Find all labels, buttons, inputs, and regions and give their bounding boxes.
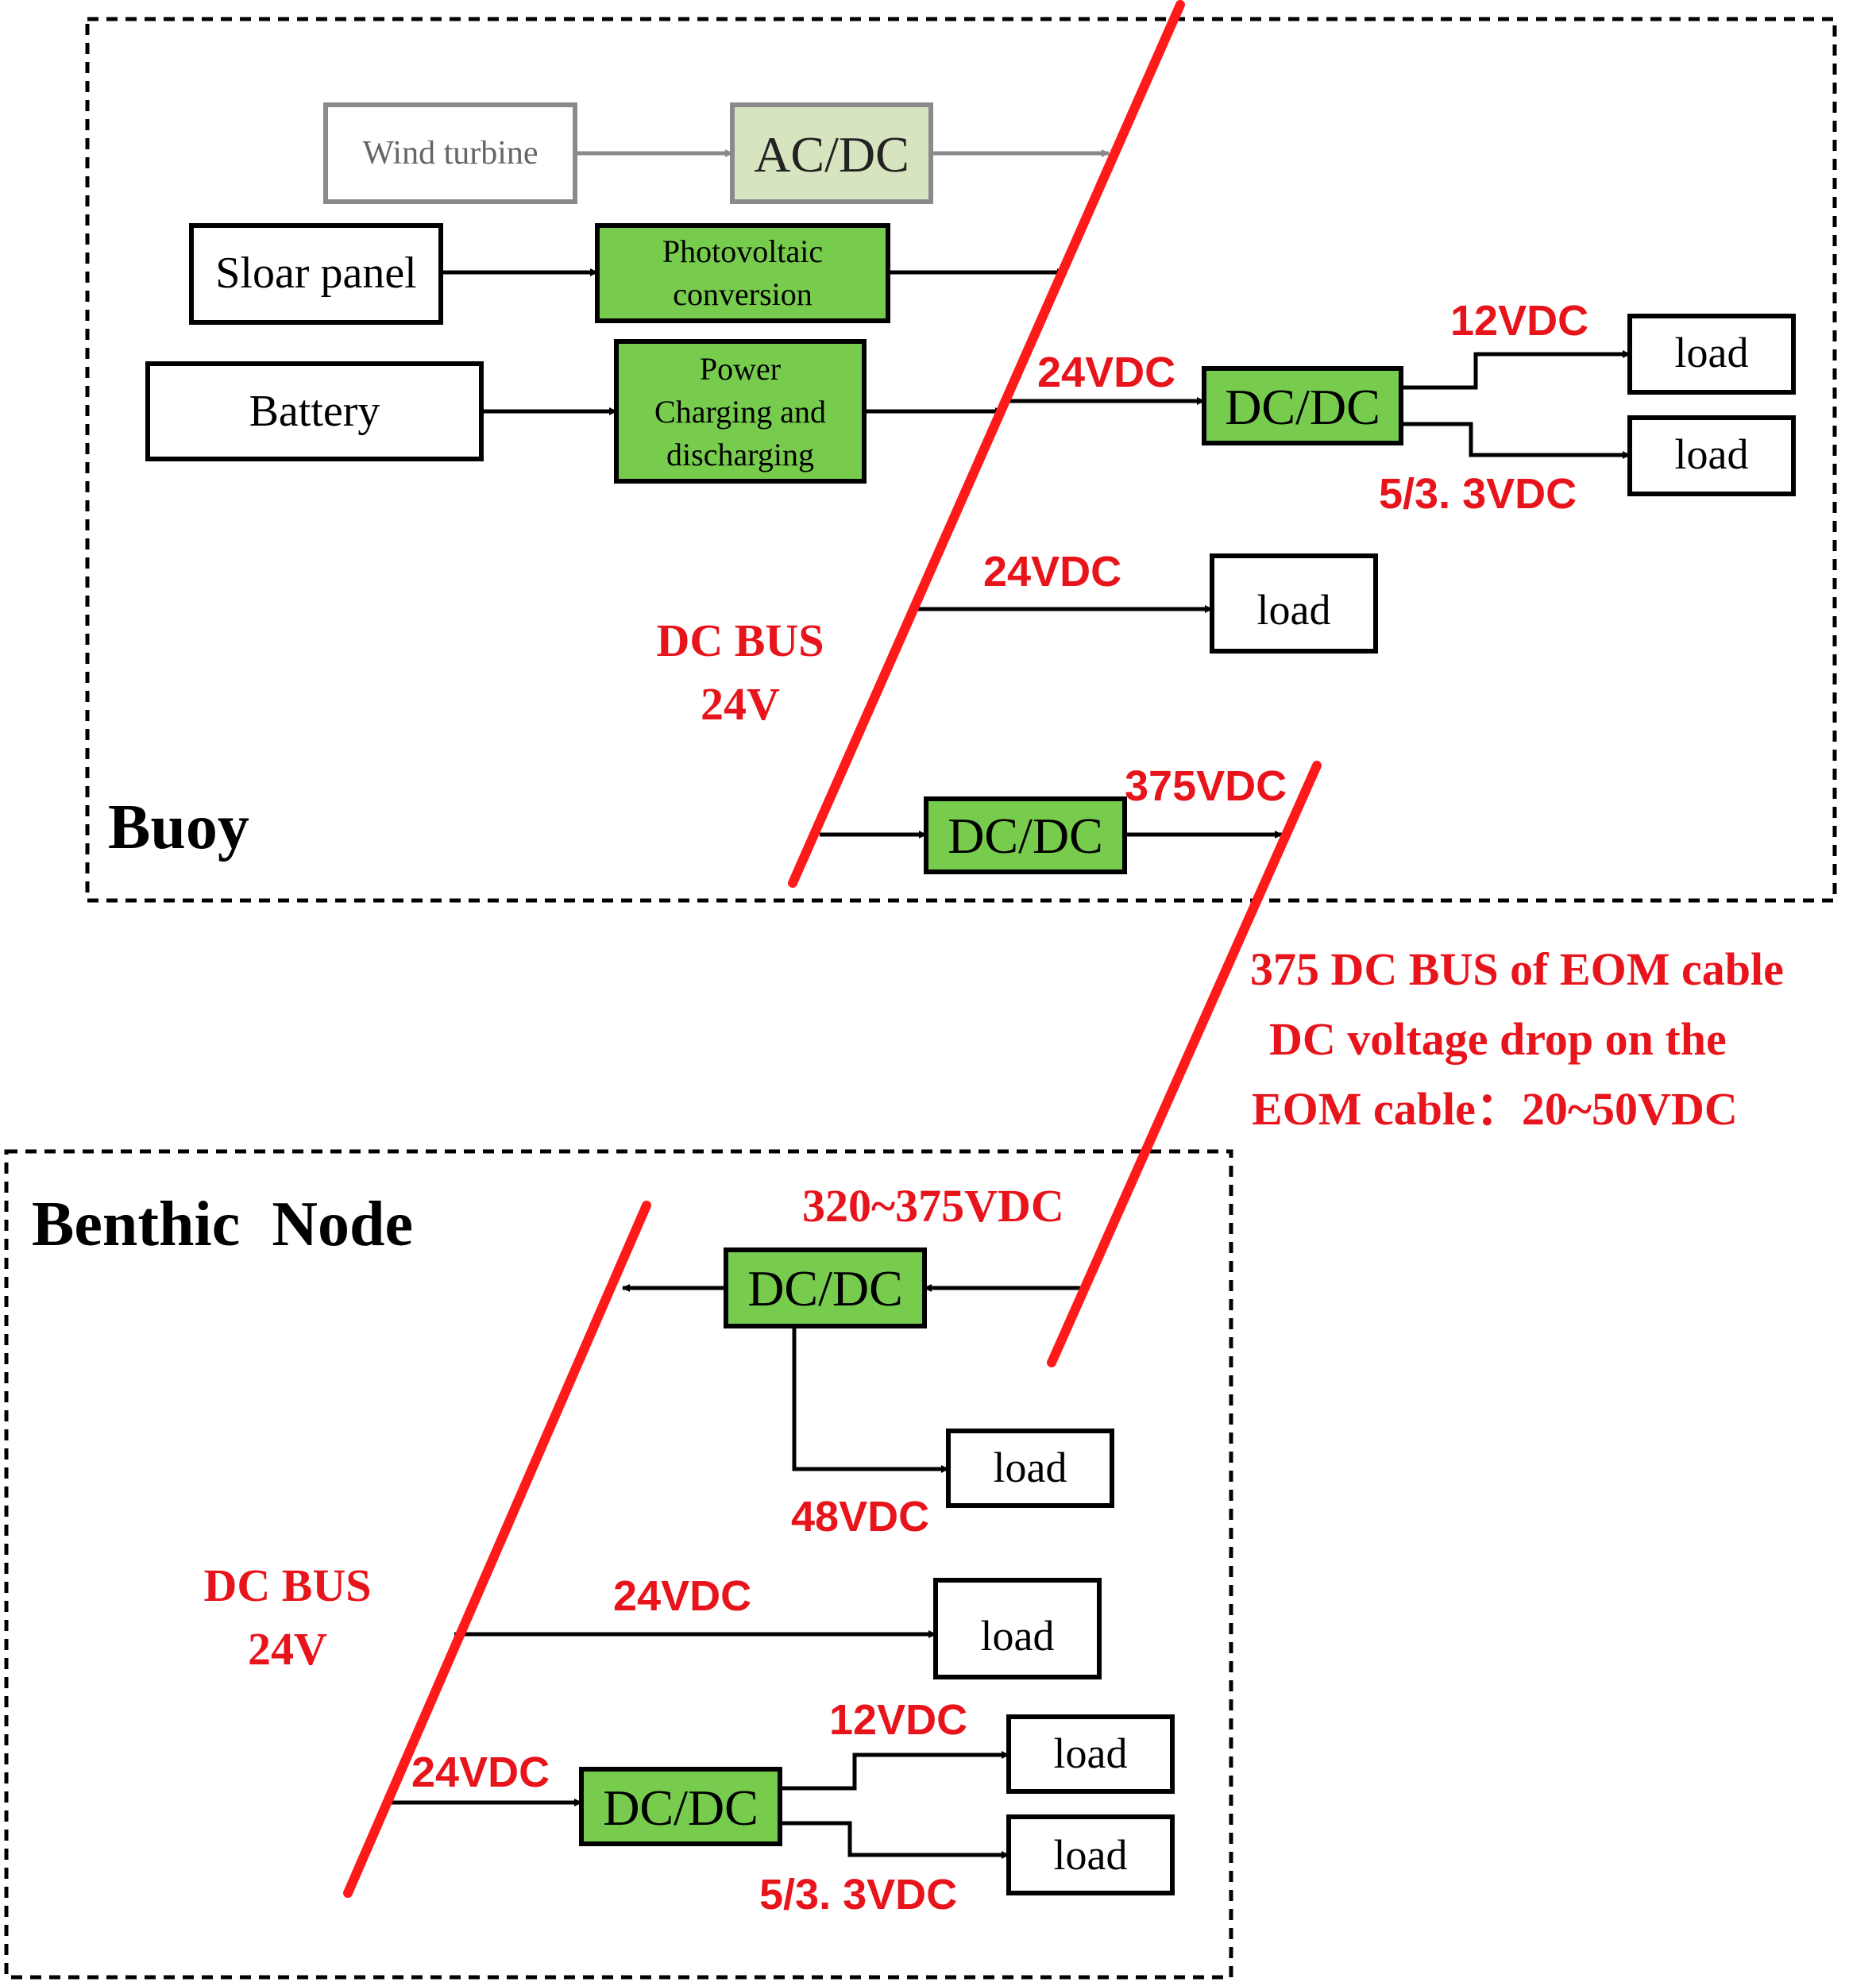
- benthic-load-5-label: load: [1054, 1831, 1128, 1879]
- buoy-load-3-box: [1210, 553, 1378, 654]
- acdc-box: [730, 102, 933, 204]
- benthic-load-12-label: load: [1054, 1729, 1128, 1777]
- benthic-dcdc-low-label: DC/DC: [603, 1780, 759, 1836]
- buoy-375vdc-label: 375VDC: [1125, 762, 1287, 810]
- acdc-label: AC/DC: [754, 126, 909, 183]
- power-charging-label-3: discharging: [666, 437, 814, 472]
- benthic-load-5-box: [1006, 1814, 1175, 1895]
- benthic-dc-bus-line: [343, 1201, 651, 1898]
- wind-turbine-label: Wind turbine: [362, 135, 538, 172]
- benthic-dcdc-to-load5-line: [780, 1821, 1009, 1859]
- cable-label-3: EOM cable：20~50VDC: [1252, 1083, 1738, 1135]
- benthic-load-24-label: load: [981, 1612, 1055, 1660]
- solar-panel-box: [189, 223, 443, 325]
- power-charging-label-2: Charging and: [654, 394, 826, 430]
- buoy-5-3-3vdc-label: 5/3. 3VDC: [1379, 470, 1577, 518]
- eom-cable-bus-line: [1047, 761, 1322, 1367]
- benthic-load-48-label: load: [994, 1444, 1067, 1491]
- buoy-dc-bus-line: [788, 0, 1185, 888]
- dcdc-to-load2-line: [1401, 422, 1631, 459]
- benthic-dcdc-to-load48-line: [792, 1326, 949, 1473]
- benthic-320-375vdc-label: 320~375VDC: [802, 1180, 1064, 1232]
- benthic-load-12-box: [1006, 1714, 1175, 1794]
- power-charging-box: [614, 339, 867, 484]
- pv-conversion-label-2: conversion: [673, 276, 813, 312]
- buoy-load-3-label: load: [1257, 586, 1331, 634]
- buoy-load-2-box: [1627, 415, 1796, 496]
- benthic-bus-label-2: 24V: [248, 1623, 327, 1675]
- benthic-dcdc-to-load12-line: [780, 1751, 1009, 1791]
- pv-conversion-label-1: Photovoltaic: [662, 233, 823, 269]
- cable-label-2: DC voltage drop on the: [1269, 1013, 1727, 1065]
- buoy-load-2-label: load: [1675, 430, 1749, 478]
- dcdc-to-load1-line: [1401, 350, 1631, 390]
- benthic-node-title: Benthic Node: [32, 1190, 413, 1259]
- wind-turbine-box: [323, 102, 577, 204]
- battery-label: Battery: [249, 387, 380, 436]
- battery-box: [145, 361, 484, 461]
- buoy-title: Buoy: [108, 792, 249, 862]
- benthic-load-48-box: [946, 1429, 1114, 1508]
- buoy-24vdc-label-a: 24VDC: [1037, 349, 1175, 396]
- buoy-dcdc-top-label: DC/DC: [1225, 379, 1380, 435]
- benthic-dcdc-main-label: DC/DC: [747, 1260, 903, 1317]
- buoy-bus-label-1: DC BUS: [656, 615, 824, 666]
- benthic-24vdc-label-b: 24VDC: [411, 1749, 550, 1796]
- benthic-24vdc-label-a: 24VDC: [613, 1572, 751, 1620]
- benthic-48vdc-label: 48VDC: [791, 1493, 929, 1540]
- benthic-dcdc-main-box: [724, 1247, 927, 1328]
- solar-panel-label: Sloar panel: [215, 249, 416, 298]
- power-charging-label-1: Power: [700, 351, 781, 387]
- buoy-load-1-box: [1627, 314, 1796, 395]
- benthic-5-3-3vdc-label: 5/3. 3VDC: [759, 1871, 957, 1918]
- buoy-load-1-label: load: [1675, 329, 1749, 376]
- benthic-12vdc-label: 12VDC: [829, 1696, 967, 1744]
- benthic-node-region: [4, 1149, 1233, 1980]
- benthic-dcdc-low-box: [579, 1767, 782, 1846]
- benthic-bus-label-1: DC BUS: [203, 1560, 371, 1611]
- buoy-bus-label-2: 24V: [701, 678, 780, 730]
- buoy-dcdc-bottom-label: DC/DC: [948, 808, 1103, 864]
- benthic-load-24-box: [933, 1578, 1102, 1679]
- buoy-dcdc-top-box: [1202, 366, 1403, 445]
- buoy-12vdc-label: 12VDC: [1450, 297, 1588, 345]
- buoy-24vdc-label-b: 24VDC: [983, 548, 1121, 596]
- cable-label-1: 375 DC BUS of EOM cable: [1250, 943, 1784, 995]
